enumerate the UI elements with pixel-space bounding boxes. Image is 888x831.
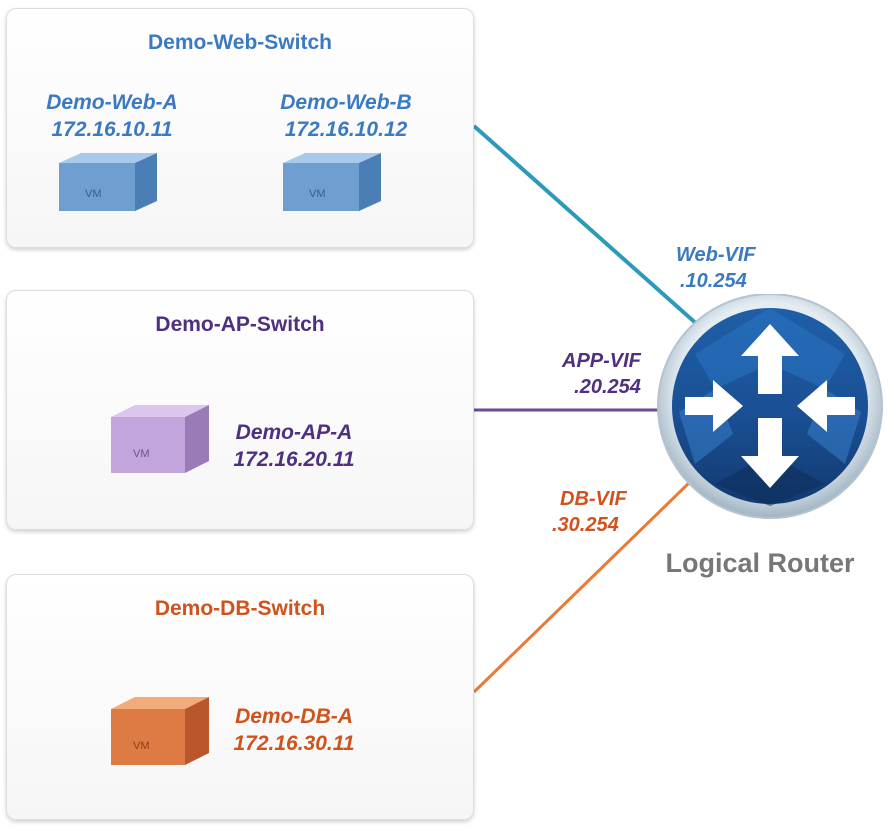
web-vif-addr: .10.254: [680, 270, 747, 292]
web-b-name: Demo-Web-B: [280, 91, 412, 114]
web-a-name: Demo-Web-A: [46, 91, 178, 114]
db-a-label: Demo-DB-A 172.16.30.11: [219, 703, 369, 757]
db-link: [472, 480, 692, 694]
web-a-vm-icon: VM: [59, 153, 157, 211]
db-switch-box: Demo-DB-Switch VM Demo-DB-A 172.16.30.11: [6, 574, 474, 820]
web-switch-box: Demo-Web-Switch Demo-Web-A 172.16.10.11 …: [6, 8, 474, 248]
ap-switch-title: Demo-AP-Switch: [155, 313, 325, 336]
web-b-vm-icon: VM: [283, 153, 381, 211]
ap-a-name: Demo-AP-A: [235, 421, 353, 444]
web-a-vm-text: VM: [85, 188, 102, 200]
db-switch-title: Demo-DB-Switch: [154, 597, 326, 620]
web-link: [472, 124, 710, 336]
app-vif-name: APP-VIF: [562, 350, 641, 372]
db-vif-addr: .30.254: [552, 514, 619, 536]
router-arrows-icon: [657, 294, 883, 519]
web-vif-name: Web-VIF: [676, 244, 756, 266]
web-vif-label: Web-VIF .10.254: [676, 242, 756, 294]
app-vif-addr: .20.254: [574, 376, 641, 398]
web-b-label: Demo-Web-B 172.16.10.12: [271, 89, 421, 143]
web-a-label: Demo-Web-A 172.16.10.11: [37, 89, 187, 143]
db-vif-label: DB-VIF .30.254: [552, 486, 627, 538]
ap-a-label: Demo-AP-A 172.16.20.11: [219, 419, 369, 473]
db-a-vm-icon: VM: [111, 697, 209, 765]
db-a-ip: 172.16.30.11: [233, 732, 355, 755]
ap-switch-box: Demo-AP-Switch VM Demo-AP-A 172.16.20.11: [6, 290, 474, 530]
ap-a-vm-text: VM: [133, 448, 150, 460]
app-vif-label: APP-VIF .20.254: [562, 348, 641, 400]
db-vif-name: DB-VIF: [560, 488, 627, 510]
ap-a-vm-icon: VM: [111, 405, 209, 473]
web-switch-title: Demo-Web-Switch: [148, 31, 332, 54]
router-caption: Logical Router: [665, 548, 855, 578]
db-a-vm-text: VM: [133, 740, 150, 752]
web-a-ip: 172.16.10.11: [51, 118, 173, 141]
web-b-vm-text: VM: [309, 188, 326, 200]
ap-a-ip: 172.16.20.11: [233, 448, 355, 471]
web-b-ip: 172.16.10.12: [284, 118, 408, 141]
db-a-name: Demo-DB-A: [235, 705, 353, 728]
